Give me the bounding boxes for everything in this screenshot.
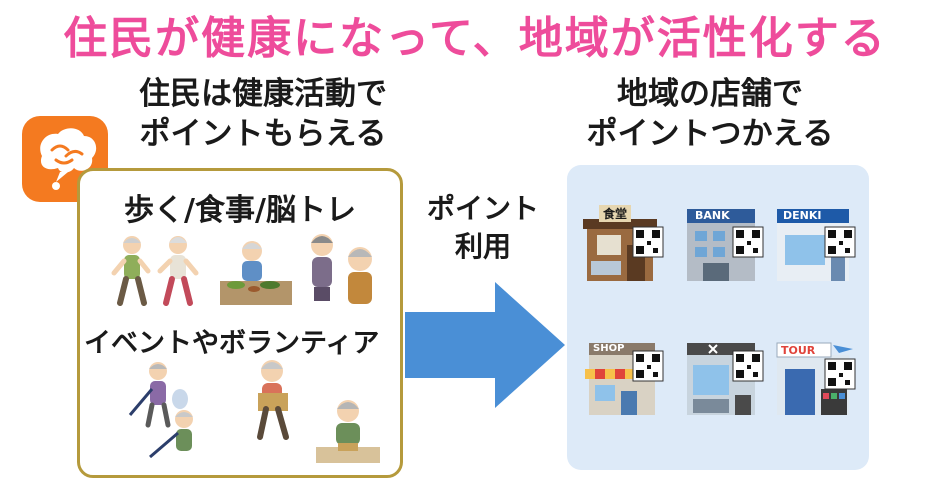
brain-training-elderly-illustration bbox=[311, 234, 372, 304]
left-heading-line-1: 住民は健康活動で bbox=[139, 76, 387, 112]
activity-label-walk-meal-brain: 歩く/食事/脳トレ bbox=[124, 193, 356, 228]
shop-restaurant: 食堂 bbox=[583, 205, 669, 301]
activity-label-event-volunteer: イベントやボランティア bbox=[84, 328, 380, 359]
brain-speech-bubble-icon bbox=[22, 116, 108, 202]
right-heading: 地域の店舗で ポイントつかえる bbox=[555, 74, 865, 154]
shop-barber bbox=[683, 339, 769, 435]
arrow-label-line-1: ポイント bbox=[426, 192, 539, 225]
left-heading-line-2: ポイントもらえる bbox=[139, 116, 387, 152]
travel-agency-sign: TOUR bbox=[781, 344, 816, 357]
volunteer-sitting-illustration bbox=[316, 400, 380, 463]
shop-bank: BANK bbox=[683, 205, 769, 301]
shop-travel-agency: TOUR bbox=[775, 339, 861, 435]
arrow-label: ポイント 利用 bbox=[408, 190, 558, 266]
local-shops-panel: 食堂 BANK DENKI bbox=[567, 165, 869, 470]
electronics-sign: DENKI bbox=[783, 209, 822, 222]
walking-elderly-illustration bbox=[111, 236, 199, 306]
left-heading: 住民は健康活動で ポイントもらえる bbox=[118, 74, 408, 154]
health-activities-box: 歩く/食事/脳トレ イベントやボランティア bbox=[77, 168, 403, 478]
app-icon bbox=[22, 116, 108, 202]
page-headline: 住民が健康になって、地域が活性化する bbox=[63, 13, 887, 64]
volunteer-carrying-illustration bbox=[257, 360, 289, 440]
eating-elderly-illustration bbox=[220, 241, 292, 305]
arrow-label-line-2: 利用 bbox=[454, 230, 511, 263]
bank-sign: BANK bbox=[695, 209, 730, 222]
shop-sign: SHOP bbox=[593, 343, 625, 354]
right-arrow-icon bbox=[405, 282, 565, 408]
shop-general-store: SHOP bbox=[583, 339, 669, 435]
right-heading-line-2: ポイントつかえる bbox=[586, 116, 834, 152]
volunteer-cleanup-illustration bbox=[128, 362, 193, 459]
restaurant-sign: 食堂 bbox=[599, 205, 632, 222]
shop-electronics: DENKI bbox=[775, 205, 861, 301]
right-heading-line-1: 地域の店舗で bbox=[617, 76, 803, 112]
